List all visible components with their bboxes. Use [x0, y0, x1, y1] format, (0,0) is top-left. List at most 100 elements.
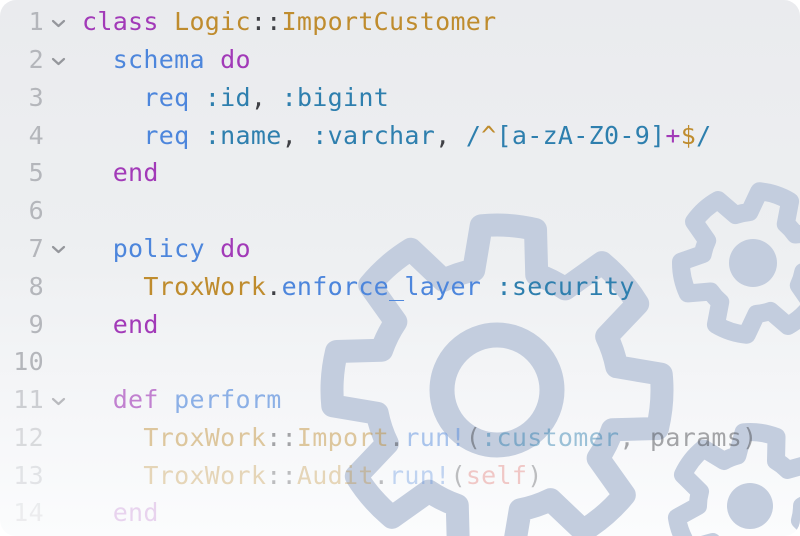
code-line: 3 req :id, :bigint [0, 79, 800, 117]
fold-toggle[interactable] [44, 245, 82, 254]
token-keyword: end [112, 309, 159, 339]
token-function: policy [112, 233, 205, 263]
code-line: 12 TroxWork::Import.run!(:customer, para… [0, 418, 800, 456]
token-plain [205, 234, 220, 263]
token-constant: TroxWork [143, 271, 267, 301]
token-plain [82, 272, 143, 301]
token-plain: , [250, 82, 282, 112]
code-text: end [82, 498, 159, 527]
token-plain [82, 158, 113, 187]
code-line: 5 end [0, 154, 800, 192]
fold-toggle[interactable] [44, 19, 82, 28]
token-plain: ) [527, 460, 543, 490]
token-plain [82, 310, 113, 339]
line-number: 3 [28, 82, 44, 112]
token-symbol: :customer [481, 422, 620, 452]
code-line: 7 policy do [0, 230, 800, 268]
token-symbol: [a-zA-Z0-9] [496, 120, 666, 150]
token-constant: ImportCustomer [281, 7, 497, 37]
fold-toggle[interactable] [44, 397, 82, 406]
code-line: 9 end [0, 305, 800, 343]
token-function: enforce_layer [281, 271, 482, 301]
token-plain: , params) [619, 422, 758, 452]
token-function: req [143, 82, 190, 112]
token-constant: Audit [296, 460, 374, 490]
token-plain: :: [250, 7, 282, 37]
chevron-down-icon [51, 246, 66, 254]
code-text: TroxWork::Audit.run!(self) [82, 461, 543, 490]
token-keyword: def [112, 385, 159, 415]
token-symbol: / [696, 120, 712, 150]
line-number: 8 [28, 271, 44, 301]
token-symbol: :varchar [312, 120, 436, 150]
token-function: schema [112, 45, 205, 75]
code-line: 2 schema do [0, 41, 800, 79]
token-function: req [143, 120, 190, 150]
fold-toggle[interactable] [44, 57, 82, 66]
token-plain [82, 498, 113, 527]
token-plain: ( [450, 460, 466, 490]
token-function: run! [389, 460, 451, 490]
line-number: 5 [28, 158, 44, 188]
token-plain: ( [465, 422, 482, 452]
token-keyword: class [82, 7, 175, 37]
line-number: 14 [13, 498, 44, 528]
code-line: 14 end [0, 494, 800, 532]
code-line: 13 TroxWork::Audit.run!(self) [0, 456, 800, 494]
token-symbol: :security [496, 271, 635, 301]
token-plain: , [281, 120, 313, 150]
token-constant: TroxWork [143, 422, 267, 452]
token-function: run! [404, 422, 466, 452]
code-line: 6 [0, 192, 800, 230]
token-plain [189, 121, 204, 150]
line-number: 10 [13, 347, 44, 377]
line-number: 13 [13, 460, 44, 490]
token-plain [189, 83, 204, 112]
token-plain: . [389, 422, 405, 452]
token-keyword: do [220, 45, 251, 75]
code-text: req :id, :bigint [82, 83, 389, 112]
token-plain [481, 272, 496, 301]
token-keyword: end [112, 158, 159, 188]
chevron-down-icon [51, 397, 66, 405]
code-text: policy do [82, 234, 251, 263]
code-text: end [82, 158, 159, 187]
line-number: 11 [13, 385, 44, 415]
line-number: 4 [28, 120, 44, 150]
code-text: class Logic::ImportCustomer [82, 7, 497, 36]
token-symbol: :name [204, 120, 282, 150]
code-text: TroxWork.enforce_layer :security [82, 272, 635, 301]
code-text: def perform [82, 385, 282, 414]
code-text: end [82, 310, 159, 339]
token-symbol: :id [204, 82, 251, 112]
line-number: 9 [28, 309, 44, 339]
code-text: TroxWork::Import.run!(:customer, params) [82, 423, 758, 452]
token-keyword: do [220, 233, 251, 263]
token-keyword: end [112, 498, 159, 528]
code-line: 11 def perform [0, 381, 800, 419]
token-constant: $ [680, 120, 697, 150]
chevron-down-icon [51, 57, 66, 65]
token-constant: TroxWork [143, 460, 267, 490]
line-number: 2 [28, 45, 44, 75]
token-plain [82, 45, 113, 74]
code-text: req :name, :varchar, /^[a-zA-Z0-9]+$/ [82, 121, 711, 150]
token-constant: ^ [481, 120, 497, 150]
line-number: 12 [13, 422, 44, 452]
token-keyword: + [665, 120, 681, 150]
line-number: 7 [28, 233, 44, 263]
token-plain [205, 45, 220, 74]
line-number: 6 [28, 196, 44, 226]
token-plain [82, 461, 143, 490]
token-plain [82, 83, 143, 112]
token-plain [159, 385, 174, 414]
token-plain [82, 234, 113, 263]
code-line: 4 req :name, :varchar, /^[a-zA-Z0-9]+$/ [0, 116, 800, 154]
token-symbol: :bigint [281, 82, 390, 112]
token-plain: , [435, 120, 466, 150]
token-constant: Import [296, 422, 390, 452]
token-plain: . [266, 271, 282, 301]
